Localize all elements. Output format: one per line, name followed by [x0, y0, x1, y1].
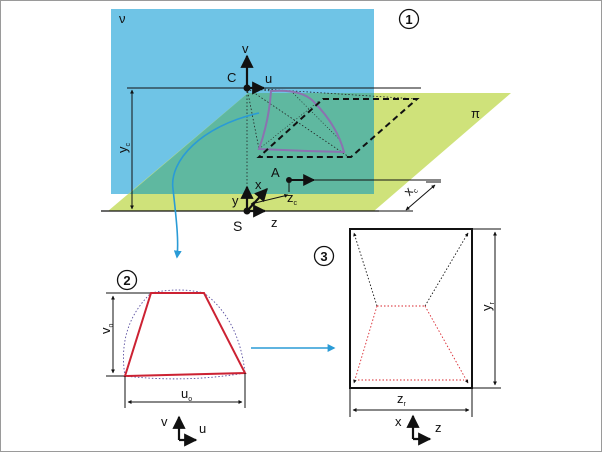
panel-3: 3 yr zr x z — [313, 228, 501, 446]
point-S-label: S — [233, 218, 242, 234]
panel-3-number: 3 — [320, 249, 327, 264]
panel-2-number: 2 — [123, 273, 130, 288]
panel-2: 2 vo uo v u — [98, 269, 247, 447]
axis-x-label: x — [255, 177, 262, 192]
red-dotted-arrows — [353, 305, 469, 384]
panel-3-badge: 3 — [313, 245, 335, 267]
point-A-dot — [286, 177, 292, 183]
zc-label: zc — [287, 190, 298, 207]
panel-3-axis-z-label: z — [435, 420, 442, 435]
panel-2-axis-u-label: u — [199, 421, 206, 436]
red-trapezoid — [123, 292, 247, 378]
planes-overlap — [129, 93, 374, 194]
axis-y-label: y — [232, 193, 239, 208]
axis-v-label: v — [242, 41, 249, 56]
xc-dimension-arrow — [405, 184, 436, 211]
vo-label: vo — [98, 324, 115, 335]
panel-1: v u C ν π 1 yc A x y z zc S xc — [101, 8, 511, 234]
panel-3-axis-x-label: x — [395, 414, 402, 429]
panel-2-badge: 2 — [116, 269, 138, 291]
panel-2-axis-v-label: v — [161, 414, 168, 429]
tangent-dotted-lines — [258, 90, 342, 150]
plane-pi-label: π — [471, 106, 480, 121]
transfer-curve-arrow — [171, 112, 260, 259]
projected-patch — [257, 89, 346, 154]
uo-label: uo — [181, 386, 192, 403]
axis-u-label: u — [265, 71, 272, 86]
yc-label: yc — [115, 143, 132, 154]
image-rectangle-dashed — [256, 98, 420, 158]
plane-nu-label: ν — [119, 11, 126, 26]
result-frame — [349, 228, 473, 389]
black-dotted-arrows — [353, 232, 469, 307]
point-A-label: A — [271, 165, 280, 180]
zr-label: zr — [397, 391, 407, 408]
panel-1-badge: 1 — [398, 8, 420, 30]
point-C-label: C — [227, 70, 236, 85]
yr-label: yr — [479, 302, 496, 312]
axis-z-label: z — [271, 215, 278, 230]
panel-1-number: 1 — [405, 12, 412, 27]
point-S-dot — [243, 207, 251, 215]
zc-dimension-arrow — [250, 193, 289, 206]
dotted-distorted-outline — [123, 289, 246, 380]
